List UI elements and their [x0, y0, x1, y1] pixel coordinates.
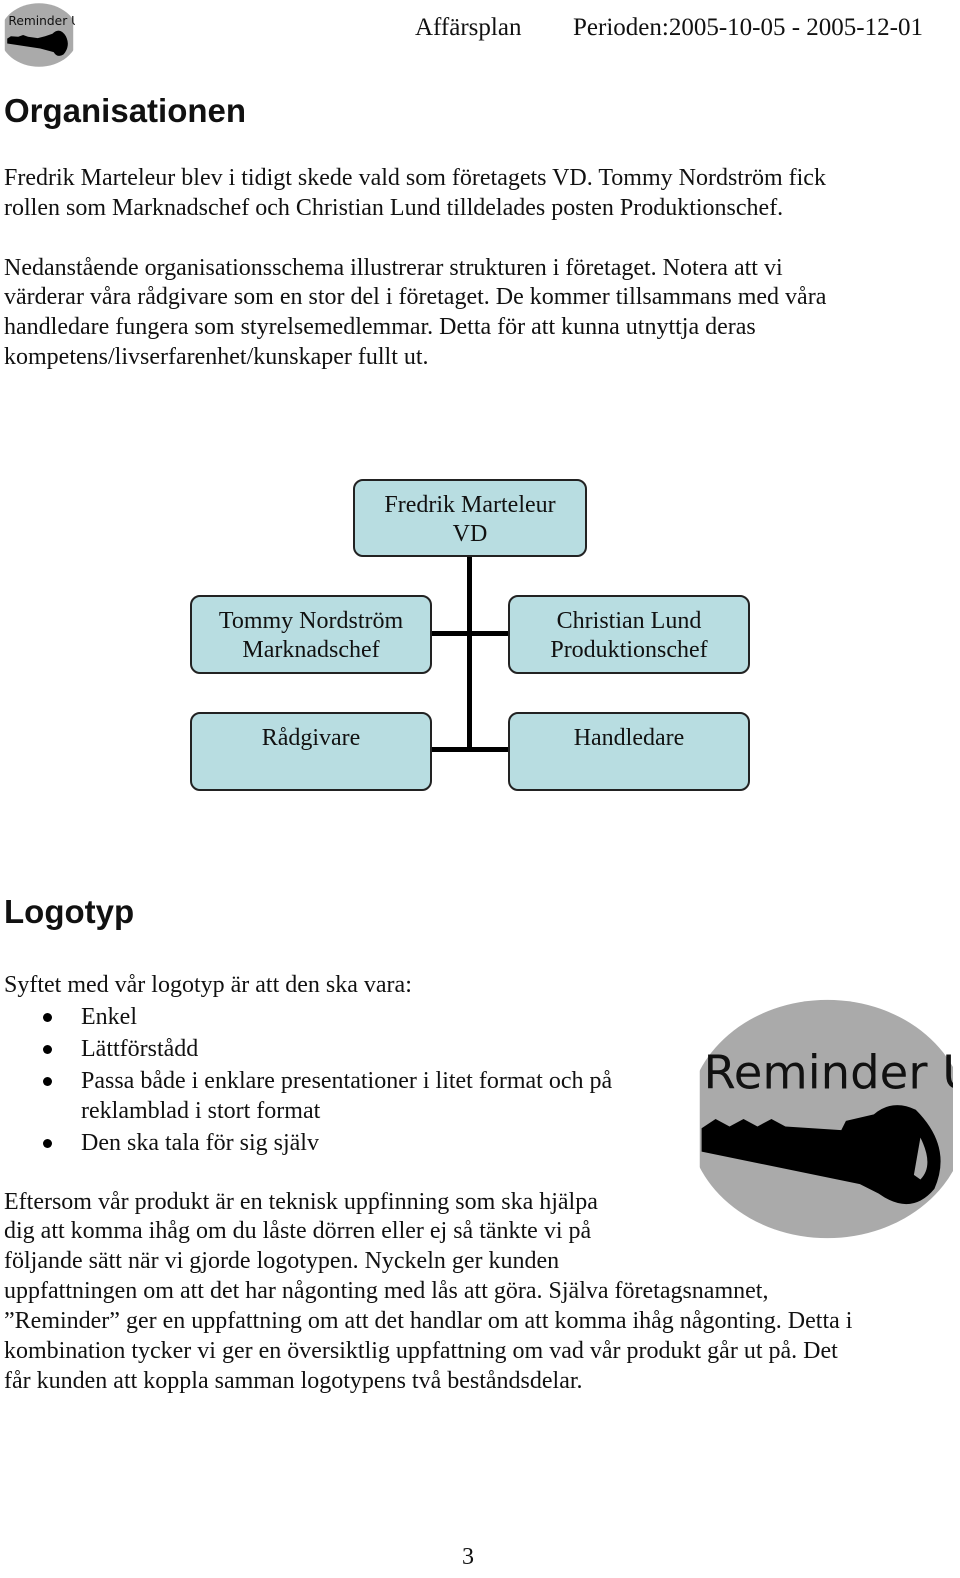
- logotyp-para-line: Eftersom vår produkt är en teknisk uppfi…: [4, 1189, 598, 1215]
- bullet-icon: [43, 1013, 52, 1022]
- logotyp-para-line: följande sätt när vi gjorde logotypen. N…: [4, 1248, 560, 1274]
- org-name: Fredrik Marteleur: [384, 492, 556, 518]
- org-box-produktionschef: Christian Lund Produktionschef: [508, 595, 750, 674]
- logotyp-para-line: ”Reminder” ger en uppfattning om att det…: [4, 1308, 853, 1334]
- bullet-item-cont: reklamblad i stort format: [81, 1098, 321, 1124]
- org-box-handledare: Handledare: [508, 712, 750, 791]
- para1-line: Fredrik Marteleur blev i tidigt skede va…: [4, 165, 826, 191]
- period: Perioden:2005-10-05 - 2005-12-01: [573, 14, 923, 41]
- bullet-icon: [43, 1139, 52, 1148]
- logotyp-para-line: uppfattningen om att det har någonting m…: [4, 1278, 769, 1304]
- org-role: Marknadschef: [242, 637, 380, 663]
- bullet-item: Passa både i enklare presentationer i li…: [81, 1068, 613, 1094]
- para2-line: handledare fungera som styrelsemedlemmar…: [4, 314, 756, 340]
- org-name: Rådgivare: [261, 725, 361, 751]
- bullet-icon: [43, 1045, 52, 1054]
- bullet-item: Den ska tala för sig själv: [81, 1130, 319, 1156]
- para2-line: värderar våra rådgivare som en stor del …: [4, 284, 827, 310]
- bullet-item: Enkel: [81, 1004, 137, 1030]
- heading-organisationen: Organisationen: [4, 92, 247, 129]
- heading-logotyp: Logotyp: [4, 893, 135, 930]
- connector-middle: [430, 631, 510, 636]
- para2-line: Nedanstående organisationsschema illustr…: [4, 255, 783, 281]
- header-logo: Reminder UF: [3, 2, 87, 68]
- org-name: Handledare: [573, 725, 685, 751]
- logo-image: Reminder UF: [683, 988, 960, 1250]
- para1-line: rollen som Marknadschef och Christian Lu…: [4, 195, 784, 221]
- logotyp-para-line: kombination tycker vi ger en översiktlig…: [4, 1338, 838, 1364]
- org-role: Produktionschef: [550, 637, 708, 663]
- org-box-vd: Fredrik Marteleur VD: [353, 479, 587, 557]
- connector-bottom: [430, 747, 510, 752]
- svg-text:Reminder UF: Reminder UF: [703, 1045, 953, 1099]
- org-role: VD: [452, 521, 488, 547]
- logotyp-intro: Syftet med vår logotyp är att den ska va…: [4, 972, 412, 998]
- svg-text:Reminder UF: Reminder UF: [8, 14, 75, 28]
- logotyp-para-line: dig att komma ihåg om du låste dörren el…: [4, 1218, 592, 1244]
- org-name: Christian Lund: [556, 608, 702, 634]
- para2-line: kompetens/livserfarenhet/kunskaper fullt…: [4, 344, 429, 370]
- logotyp-para-line: får kunden att koppla samman logotypens …: [4, 1368, 583, 1394]
- org-box-radgivare: Rådgivare: [190, 712, 432, 791]
- doc-title: Affärsplan: [415, 14, 522, 41]
- connector-vertical: [467, 556, 472, 751]
- org-name: Tommy Nordström: [218, 608, 404, 634]
- bullet-item: Lättförstådd: [81, 1036, 199, 1062]
- page-number: 3: [462, 1544, 474, 1570]
- org-box-marknadschef: Tommy Nordström Marknadschef: [190, 595, 432, 674]
- bullet-icon: [43, 1077, 52, 1086]
